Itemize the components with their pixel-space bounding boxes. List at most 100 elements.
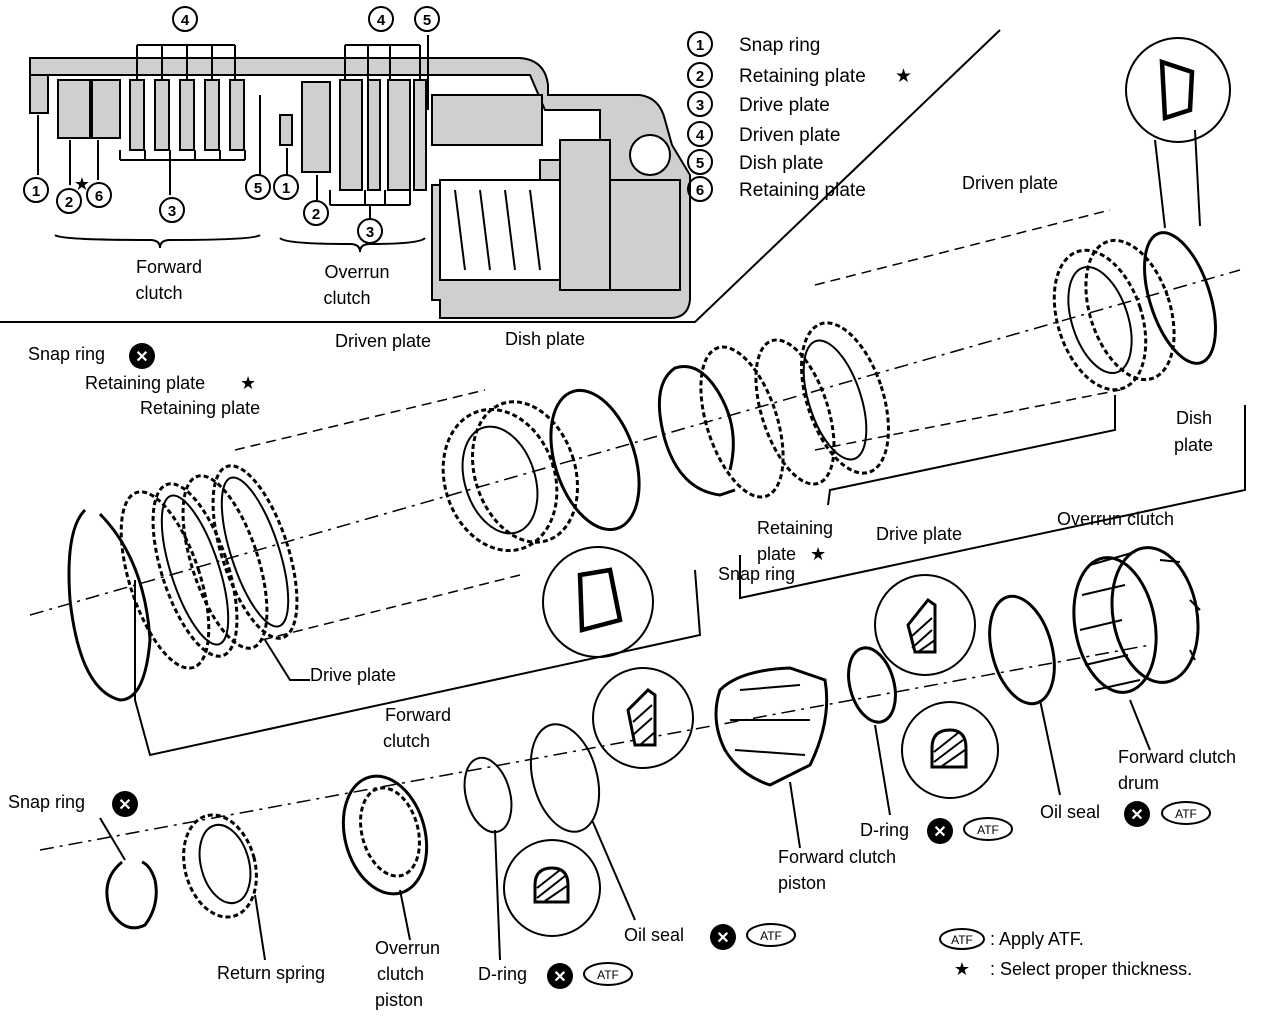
labels: Snap ring Retaining plate ★ Retaining pl… <box>8 173 1236 1010</box>
overrun-clutch-parts <box>657 37 1246 600</box>
label-overrun-clutch: Overrun clutch <box>1057 509 1174 529</box>
oil-seal-lower <box>529 723 601 833</box>
atf-badge-d-ring-lower: ATF <box>583 962 633 986</box>
svg-text:ATF: ATF <box>760 929 782 943</box>
forward-clutch-piston <box>714 666 829 787</box>
atf-note: : Apply ATF. <box>990 929 1084 949</box>
section-forward-clutch-line1: Forward <box>136 257 202 277</box>
label-oil-seal-right: Oil seal <box>1040 802 1100 822</box>
legend-label-5: Dish plate <box>739 153 824 174</box>
label-forward-piston-line1: Forward clutch <box>778 847 896 867</box>
label-d-ring-right: D-ring <box>860 820 909 840</box>
callout-2-forward: 2 <box>65 194 73 211</box>
legend-label-2: Retaining plate <box>739 66 866 87</box>
callout-2-overrun: 2 <box>312 206 320 223</box>
label-retaining-plate: Retaining plate <box>140 398 260 418</box>
x-mark-d-ring-right: ✕ <box>927 818 953 844</box>
atf-note-badge <box>939 928 985 950</box>
atf-badge-oil-seal-lower: ATF <box>746 923 796 947</box>
label-overrun-piston-line3: piston <box>375 990 423 1010</box>
section-callouts: 4 4 5 1 2 6 ★ 3 5 1 2 3 <box>23 6 440 244</box>
svg-text:ATF: ATF <box>1175 807 1197 821</box>
forward-clutch-drum <box>1072 546 1201 694</box>
cross-section-diagram <box>29 35 691 319</box>
callout-3-overrun: 3 <box>366 224 374 241</box>
dish-plate-detail-overrun <box>1125 37 1231 143</box>
atf-badge-d-ring-right: ATF <box>963 817 1013 841</box>
x-mark-snap-ring-lower: ✕ <box>112 791 138 817</box>
callout-1-forward: 1 <box>32 183 40 200</box>
legend-num-5: 5 <box>696 155 704 172</box>
atf-note-badge-text: ATF <box>951 933 973 947</box>
legend-num-4: 4 <box>696 127 705 144</box>
notes: ATF : Apply ATF. ★ : Select proper thick… <box>939 928 1192 979</box>
star-forward: ★ <box>74 174 90 194</box>
callout-5-forward: 5 <box>254 180 262 197</box>
snap-ring-overrun <box>657 365 736 497</box>
section-forward-clutch-line2: clutch <box>135 283 182 303</box>
star-note: : Select proper thickness. <box>990 959 1192 979</box>
oil-seal-right <box>988 594 1056 706</box>
dish-plate-overrun <box>1143 231 1217 365</box>
d-ring-lower <box>463 756 513 834</box>
legend-num-2: 2 <box>696 68 704 85</box>
label-retaining-plate-star: Retaining plate <box>85 373 205 393</box>
forward-clutch-parts <box>67 388 702 757</box>
label-retaining-plate-mid-star: ★ <box>810 544 826 564</box>
replace-marks: ✕ ✕ ✕ ✕ ✕ ✕ <box>112 343 1150 989</box>
svg-text:ATF: ATF <box>597 968 619 982</box>
label-forward-piston-line2: piston <box>778 873 826 893</box>
atf-badges: ATF ATF ATF ATF <box>583 801 1211 986</box>
label-snap-ring-mid: Snap ring <box>718 564 795 584</box>
label-overrun-piston-line1: Overrun <box>375 938 440 958</box>
label-dish-plate-right-line2: plate <box>1174 435 1213 455</box>
callout-4-forward: 4 <box>181 12 190 29</box>
dish-plate-forward <box>549 388 641 532</box>
legend-label-1: Snap ring <box>739 35 820 56</box>
label-retaining-plate-star-mark: ★ <box>240 373 256 393</box>
label-d-ring-lower: D-ring <box>478 964 527 984</box>
legend-label-4: Driven plate <box>739 125 840 146</box>
x-mark-oil-seal-lower: ✕ <box>710 924 736 950</box>
legend-num-1: 1 <box>696 37 704 54</box>
snap-ring-forward <box>67 508 152 702</box>
svg-text:✕: ✕ <box>716 930 729 947</box>
label-drive-plate-mid: Drive plate <box>876 524 962 544</box>
label-return-spring: Return spring <box>217 963 325 983</box>
svg-text:✕: ✕ <box>933 824 946 841</box>
lower-centerline <box>39 644 1151 851</box>
svg-text:ATF: ATF <box>977 823 999 837</box>
legend-label-6: Retaining plate <box>739 180 866 201</box>
label-forward-clutch-line1: Forward <box>385 705 451 725</box>
svg-text:✕: ✕ <box>553 969 566 986</box>
section-divider <box>0 29 1001 323</box>
legend-star-2: ★ <box>895 66 912 87</box>
label-forward-clutch-line2: clutch <box>383 731 430 751</box>
label-driven-plate-right: Driven plate <box>962 173 1058 193</box>
label-overrun-piston-line2: clutch <box>377 964 424 984</box>
callout-1-overrun: 1 <box>282 180 290 197</box>
label-forward-drum-line1: Forward clutch <box>1118 747 1236 767</box>
label-retaining-plate-mid-line1: Retaining <box>757 518 833 538</box>
return-spring <box>182 813 258 919</box>
legend-num-6: 6 <box>696 182 704 199</box>
label-driven-plate-left: Driven plate <box>335 331 431 351</box>
label-oil-seal-lower: Oil seal <box>624 925 684 945</box>
svg-text:✕: ✕ <box>118 797 131 814</box>
label-dish-plate-left: Dish plate <box>505 329 585 349</box>
svg-text:✕: ✕ <box>1130 807 1143 824</box>
dish-plate-detail <box>542 546 654 658</box>
star-note-mark: ★ <box>954 959 970 979</box>
snap-ring-lower <box>105 860 158 930</box>
atf-badge-oil-seal-right: ATF <box>1161 801 1211 825</box>
label-drive-plate-left: Drive plate <box>310 665 396 685</box>
x-mark-oil-seal-right: ✕ <box>1124 801 1150 827</box>
callout-4-overrun: 4 <box>377 12 386 29</box>
label-snap-ring-lower: Snap ring <box>8 792 85 812</box>
label-retaining-plate-mid-line2: plate <box>757 544 796 564</box>
legend-num-3: 3 <box>696 97 704 114</box>
label-snap-ring-forward: Snap ring <box>28 344 105 364</box>
legend: 1 Snap ring 2 Retaining plate ★ 3 Drive … <box>687 31 912 202</box>
